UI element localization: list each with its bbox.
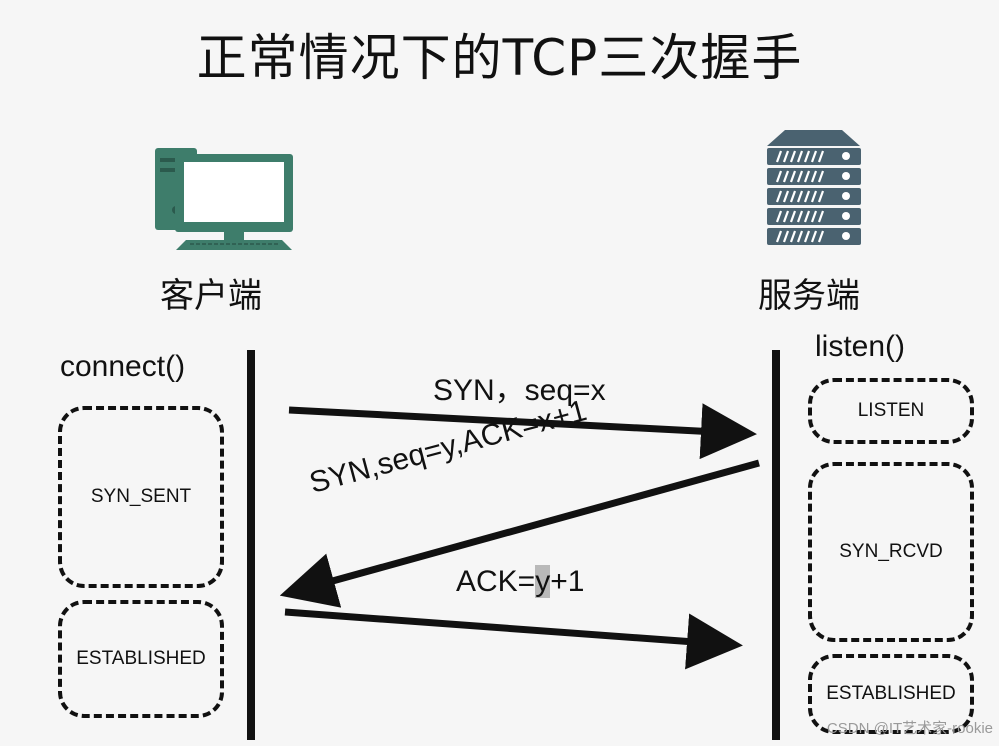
server-label: 服务端	[758, 276, 860, 316]
syn-ack-arrow	[279, 459, 760, 608]
client-label: 客户端	[160, 276, 262, 316]
client-state-established: ESTABLISHED	[58, 600, 224, 718]
syn-message-label: SYN，seq=x	[433, 374, 606, 407]
client-state-syn-sent: SYN_SENT	[58, 406, 224, 588]
state-label: ESTABLISHED	[76, 648, 206, 669]
server-function: listen()	[815, 330, 906, 363]
client-function: connect()	[60, 350, 186, 383]
watermark: CSDN @IT艺术家-rookie	[826, 720, 993, 737]
state-label: LISTEN	[857, 400, 925, 421]
server-icon	[767, 130, 861, 245]
server-state-syn-rcvd: SYN_RCVD	[808, 462, 974, 642]
state-label: ESTABLISHED	[826, 683, 956, 704]
state-label: SYN_SENT	[90, 486, 192, 507]
state-label: SYN_RCVD	[839, 541, 943, 562]
ack-arrow	[284, 608, 743, 670]
server-state-listen: LISTEN	[808, 378, 974, 444]
server-state-established: ESTABLISHED	[808, 654, 974, 734]
syn-arrow	[288, 403, 757, 460]
diagram-title: 正常情况下的TCP三次握手	[196, 29, 803, 87]
ack-suffix: +1	[550, 565, 585, 598]
ack-prefix: ACK=	[456, 565, 536, 598]
computer-icon	[155, 148, 293, 250]
ack-highlight: y	[535, 565, 551, 598]
ack-message-label: ACK=y+1	[456, 565, 584, 599]
